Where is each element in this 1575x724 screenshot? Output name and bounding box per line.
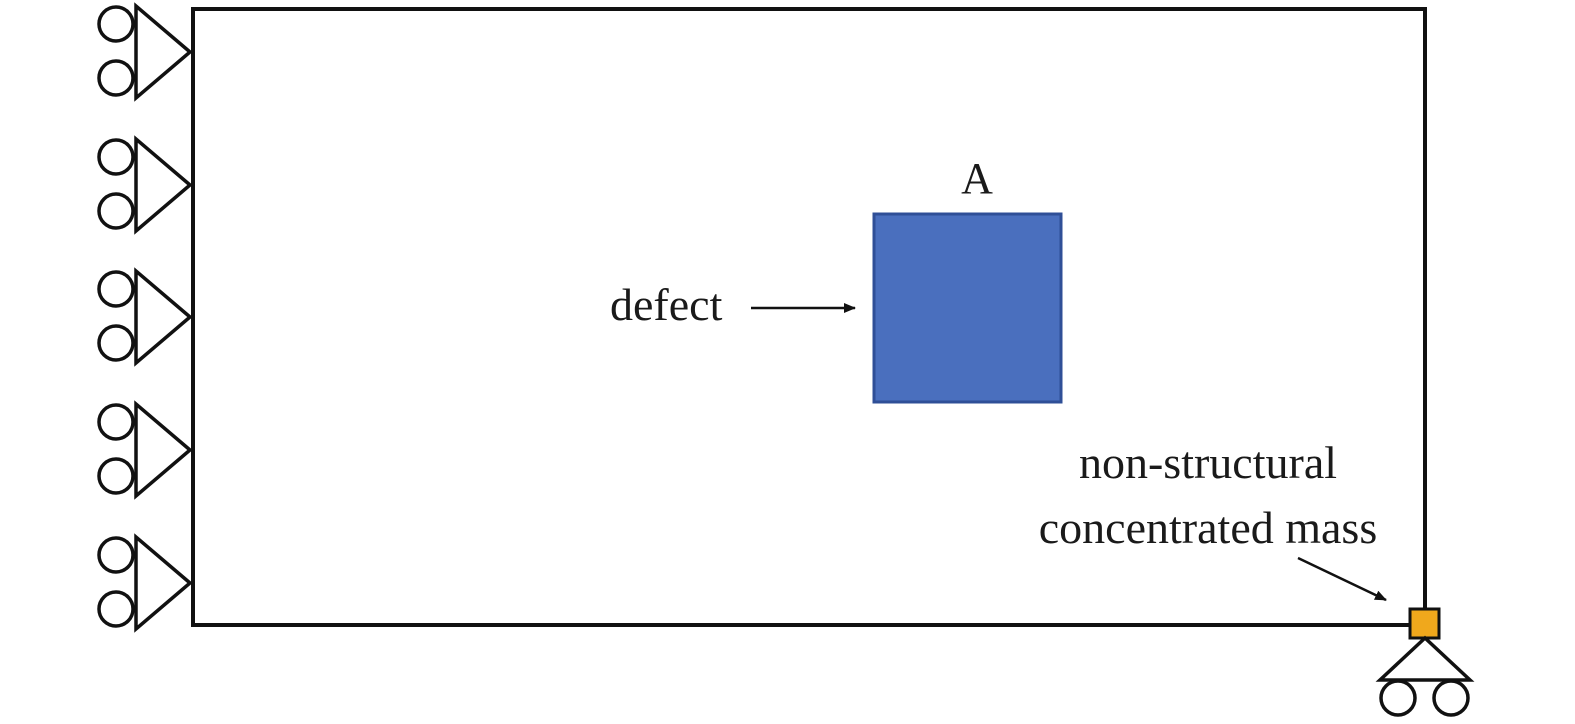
left-roller-support-4: [97, 400, 193, 500]
left-roller-support-3: [97, 267, 193, 367]
defect-region: [872, 212, 1063, 404]
plate-boundary: [191, 7, 1427, 627]
concentrated-mass: [1408, 607, 1441, 640]
bottom-right-roller-support: [1375, 635, 1475, 717]
mass-arrow: [1297, 556, 1387, 602]
left-roller-support-1: [97, 2, 193, 102]
left-roller-support-5: [97, 533, 193, 633]
mass-label-line1: non-structural: [1079, 437, 1337, 488]
defect-label: defect: [610, 279, 723, 330]
left-roller-support-2: [97, 135, 193, 235]
mass-label-line2: concentrated mass: [1039, 502, 1377, 553]
region-label: A: [961, 154, 993, 203]
